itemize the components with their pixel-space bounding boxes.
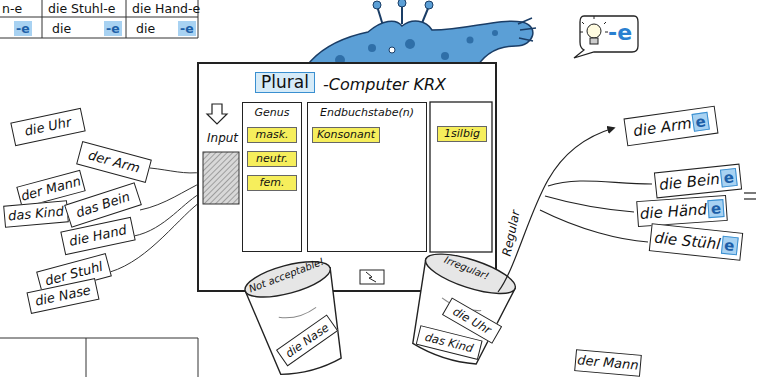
node-text: die Arm — [632, 115, 692, 140]
table-cell: die — [52, 21, 71, 36]
table-cell: -e — [14, 21, 32, 36]
plural-card: die Stühle — [649, 223, 743, 260]
plural-card: die Arme — [623, 106, 718, 147]
node-text: neutr. — [256, 153, 288, 165]
criteria-box: 1silbig — [437, 126, 487, 142]
speech-bubble: -e — [578, 14, 638, 56]
criteria-box: neutr. — [247, 151, 297, 167]
node-text: die Händ — [639, 201, 707, 222]
node-subtext: Input — [207, 132, 238, 145]
node-subtext: e — [707, 199, 724, 219]
node-text: der Arm — [87, 148, 142, 175]
node-text: fem. — [260, 177, 285, 189]
plural-card: die Hände — [636, 195, 728, 227]
node-text: Konsonant — [317, 129, 375, 141]
table-cell: -e — [104, 21, 122, 36]
table-cell: die Stuhl-e — [48, 1, 115, 16]
criteria-box: fem. — [247, 175, 297, 191]
criteria-panel: Endbuchstabe(n) Konsonant — [307, 102, 427, 252]
node-text: die Bein — [658, 171, 720, 194]
node-text: die Hand — [68, 223, 128, 249]
node-text: der Mann — [577, 353, 639, 373]
node-subtext: e — [720, 168, 738, 188]
node-text: Plural — [255, 72, 315, 93]
criteria-panel: Genus mask. neutr. fem. — [242, 102, 302, 252]
noun-card: der Mann — [574, 349, 642, 377]
table-cell: die Hand-e — [132, 1, 200, 16]
node-subtext: e — [691, 112, 710, 133]
noun-card: die Uhr — [10, 108, 85, 146]
node-text: -e — [608, 21, 632, 45]
noun-card: der Arm — [76, 141, 152, 183]
node-text: 1silbig — [444, 128, 480, 140]
criteria-box: mask. — [247, 127, 297, 143]
node-text: die Uhr — [23, 115, 72, 139]
noun-card: das Kind — [3, 200, 69, 227]
table-cell: -e — [178, 21, 196, 36]
node-text: der Mann — [19, 174, 82, 204]
node-text: Endbuchstabe(n) — [308, 107, 426, 119]
plural-card: die Beine — [654, 164, 742, 199]
output-label: Regular — [499, 209, 523, 258]
table-cell: die — [136, 21, 155, 36]
node-text: das Bein — [74, 190, 132, 221]
node-text: die Stühl — [654, 229, 722, 252]
node-text: das Kind — [8, 204, 65, 223]
node-subtext: -Computer KRX — [323, 76, 446, 94]
criteria-box: Konsonant — [312, 127, 380, 143]
table-cell: n-e — [2, 1, 22, 16]
node-subtext: e — [720, 235, 738, 255]
node-text: Genus — [243, 107, 301, 119]
node-text: mask. — [255, 129, 288, 141]
